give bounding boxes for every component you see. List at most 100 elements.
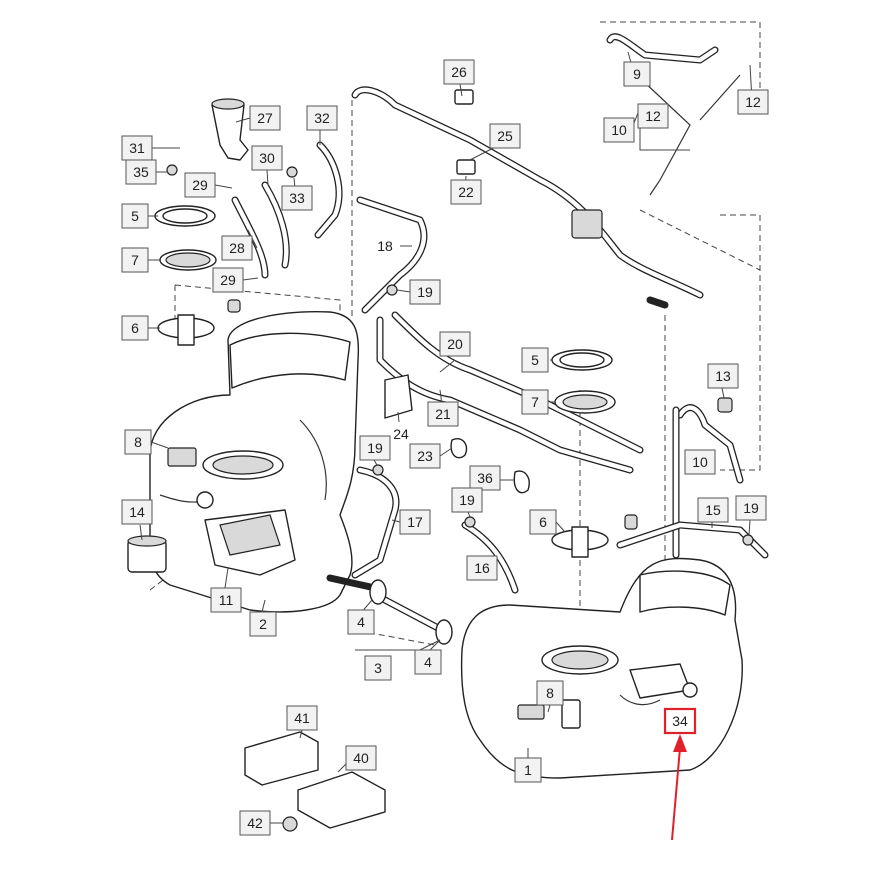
- callout-number: 20: [447, 336, 463, 352]
- callout-number: 10: [692, 454, 708, 470]
- callout-36: 36: [469, 465, 501, 491]
- callout-3: 3: [364, 655, 392, 681]
- callout-number: 10: [611, 122, 627, 138]
- callout-box: [370, 234, 400, 258]
- callout-25: 25: [489, 123, 521, 149]
- left-fuel-tank: [149, 311, 360, 613]
- callout-5b: 5: [521, 347, 549, 373]
- callout-26: 26: [443, 59, 475, 85]
- callout-box: [121, 135, 153, 161]
- callout-number: 31: [129, 140, 145, 156]
- callout-number: 25: [497, 128, 513, 144]
- callout-22: 22: [450, 179, 482, 205]
- callout-box: [514, 757, 542, 783]
- callout-number: 13: [715, 368, 731, 384]
- callout-number: 35: [133, 164, 149, 180]
- callout-box: [529, 509, 557, 535]
- callout-box: [439, 331, 471, 357]
- callout-box: [306, 105, 338, 131]
- callout-number: 6: [539, 514, 547, 530]
- callout-number: 8: [546, 685, 554, 701]
- callout-number: 15: [705, 502, 721, 518]
- callout-number: 1: [524, 762, 532, 778]
- small-parts: [127, 89, 754, 832]
- callout-number: 26: [451, 64, 467, 80]
- callout-box: [427, 401, 459, 427]
- callout-10a: 10: [603, 117, 635, 143]
- callout-33: 33: [281, 185, 313, 211]
- callout-27: 27: [249, 105, 281, 131]
- callout-number: 6: [131, 320, 139, 336]
- callout-19a: 19: [409, 279, 441, 305]
- callout-35: 35: [125, 159, 157, 185]
- callout-number: 29: [192, 177, 208, 193]
- callout-28: 28: [221, 235, 253, 261]
- callout-4b: 4: [414, 649, 442, 675]
- callout-box: [121, 499, 153, 525]
- callout-9: 9: [623, 61, 651, 87]
- callout-number: 8: [134, 434, 142, 450]
- callout-box: [249, 611, 277, 637]
- callout-40: 40: [345, 745, 377, 771]
- callout-20: 20: [439, 331, 471, 357]
- callout-number: 42: [247, 815, 263, 831]
- highlight-arrow: [671, 734, 687, 841]
- callout-box: [409, 279, 441, 305]
- callout-box: [347, 609, 375, 635]
- part-callouts: 26 27 3 2 31 35 30 29 33 5 7 28 29 6 25 2…: [121, 59, 769, 836]
- callout-42: 42: [239, 810, 271, 836]
- callout-number: 27: [257, 110, 273, 126]
- callout-box: [466, 555, 498, 581]
- callout-box: [409, 443, 441, 469]
- callout-31: 31: [121, 135, 153, 161]
- callout-8a: 8: [124, 429, 152, 455]
- callout-box: [251, 145, 283, 171]
- callout-number: 4: [424, 654, 432, 670]
- callout-41: 41: [286, 705, 318, 731]
- callout-number: 30: [259, 150, 275, 166]
- callout-17: 17: [399, 509, 431, 535]
- callout-box: [450, 179, 482, 205]
- callout-number: 7: [531, 394, 539, 410]
- callout-15: 15: [697, 497, 729, 523]
- callout-29a: 29: [184, 172, 216, 198]
- callout-number: 4: [357, 614, 365, 630]
- callout-number: 24: [393, 426, 409, 442]
- callout-13: 13: [707, 363, 739, 389]
- callout-box: [281, 185, 313, 211]
- callout-10b: 10: [684, 449, 716, 475]
- callout-16: 16: [466, 555, 498, 581]
- callout-number: 5: [131, 208, 139, 224]
- callout-number: 18: [377, 238, 393, 254]
- callout-box: [737, 89, 769, 115]
- callout-14: 14: [121, 499, 153, 525]
- callout-box: [221, 235, 253, 261]
- callout-box: [663, 707, 697, 735]
- callout-7a: 7: [121, 247, 149, 273]
- callout-7b: 7: [521, 389, 549, 415]
- callout-box: [637, 103, 669, 129]
- callout-5a: 5: [121, 203, 149, 229]
- callout-box: [489, 123, 521, 149]
- callout-box: [399, 509, 431, 535]
- callout-29b: 29: [212, 267, 244, 293]
- callout-box: [735, 495, 767, 521]
- callout-box: [210, 587, 242, 613]
- callout-34: 34: [663, 707, 697, 735]
- callout-number: 21: [435, 406, 451, 422]
- callout-box: [623, 61, 651, 87]
- callout-box: [707, 363, 739, 389]
- callout-2: 2: [249, 611, 277, 637]
- hoses-and-pipes: [231, 33, 769, 632]
- callout-box: [414, 649, 442, 675]
- callout-8b: 8: [536, 680, 564, 706]
- callout-19d: 19: [735, 495, 767, 521]
- callout-box: [603, 117, 635, 143]
- callout-number: 28: [229, 240, 245, 256]
- callout-11: 11: [210, 587, 242, 613]
- callout-number: 19: [743, 500, 759, 516]
- callout-1: 1: [514, 757, 542, 783]
- callout-number: 11: [219, 592, 234, 608]
- callout-box: [469, 465, 501, 491]
